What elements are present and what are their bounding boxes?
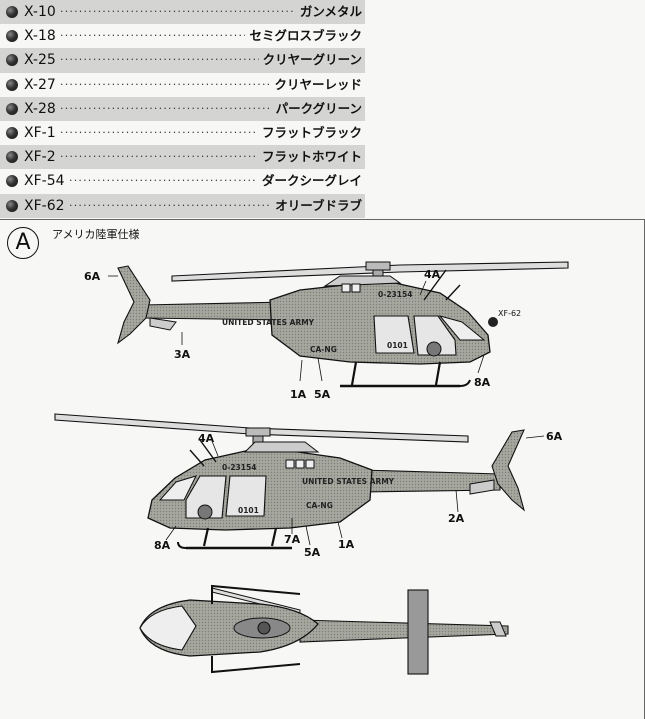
marking-number: 0101 — [387, 341, 408, 350]
dotted-leader: ········································… — [60, 77, 270, 91]
marking-ca-ng: CA-NG — [310, 345, 337, 354]
paint-code: X-18 — [24, 28, 56, 45]
marking-number-r: 0101 — [238, 506, 259, 515]
dotted-leader: ········································… — [60, 29, 245, 43]
dotted-leader: ········································… — [60, 150, 258, 164]
paint-name: ガンメタル — [299, 4, 362, 19]
paint-code: XF-1 — [24, 124, 56, 141]
marking-serial: 0-23154 — [378, 290, 412, 299]
callout-2a-r: 2A — [448, 512, 465, 525]
paint-row: XF-54 ···································… — [0, 169, 365, 193]
paint-name: フラットホワイト — [261, 149, 362, 165]
paint-row: X-18 ····································… — [0, 24, 365, 48]
callout-4a-r: 4A — [198, 432, 215, 445]
section-title: アメリカ陸軍仕様 — [52, 228, 140, 241]
paint-bullet-icon — [6, 78, 18, 91]
paint-code: X-10 — [24, 4, 56, 20]
paint-code: X-25 — [24, 52, 56, 69]
left-side-view: UNITED STATES ARMY CA-NG 0-23154 0101 6A… — [84, 261, 569, 401]
paint-bullet-icon — [6, 151, 18, 164]
paint-row: XF-2 ····································… — [0, 145, 365, 170]
dotted-leader: ········································… — [69, 198, 271, 212]
callout-8a: 8A — [474, 376, 491, 389]
paint-color-list: X-10 ····································… — [0, 0, 365, 218]
paint-name: ダークシーグレイ — [261, 173, 362, 189]
callout-1a-r: 1A — [338, 538, 355, 551]
dotted-leader: ········································… — [60, 5, 296, 18]
paint-name: パークグリーン — [275, 100, 362, 116]
dotted-leader: ········································… — [60, 125, 258, 139]
marking-ca-ng-r: CA-NG — [306, 501, 333, 510]
callout-7a-r: 7A — [284, 533, 301, 546]
marking-united-states-army-r: UNITED STATES ARMY — [302, 477, 395, 486]
marking-serial-r: 0-23154 — [222, 463, 256, 472]
paint-name: セミグロスブラック — [249, 28, 362, 44]
paint-bullet-icon — [6, 6, 18, 18]
paint-row: X-25 ····································… — [0, 48, 365, 73]
dotted-leader: ········································… — [69, 174, 258, 188]
callout-3a: 3A — [174, 348, 191, 361]
paint-bullet-icon — [6, 102, 18, 115]
marking-united-states-army: UNITED STATES ARMY — [222, 318, 315, 327]
paint-row: XF-1 ····································… — [0, 121, 365, 145]
paint-row: X-27 ····································… — [0, 73, 365, 97]
paint-bullet-icon — [6, 199, 18, 212]
paint-name: フラットブラック — [261, 124, 362, 140]
paint-row: XF-62 ···································… — [0, 193, 365, 218]
paint-code: XF-62 — [24, 197, 65, 214]
top-view — [139, 584, 509, 675]
callout-4a: 4A — [424, 268, 441, 281]
callout-6a: 6A — [84, 270, 101, 283]
callout-5a-r: 5A — [304, 546, 321, 559]
paint-name: クリヤーグリーン — [262, 52, 362, 68]
paint-row: X-10 ····································… — [0, 0, 365, 25]
paint-bullet-icon — [6, 30, 18, 43]
paint-bullet-icon — [6, 54, 18, 67]
paint-bullet-icon — [6, 175, 18, 188]
dotted-leader: ········································… — [60, 53, 259, 67]
callout-6a-r: 6A — [546, 430, 563, 443]
paint-code: X-27 — [24, 76, 56, 93]
paint-code: XF-54 — [24, 173, 65, 190]
paint-code: XF-2 — [24, 149, 56, 166]
paint-name: オリーブドラブ — [275, 197, 362, 213]
paint-row: X-28 ····································… — [0, 96, 365, 121]
callout-1a: 1A — [290, 388, 307, 401]
dotted-leader: ········································… — [60, 101, 272, 115]
right-side-view: UNITED STATES ARMY CA-NG 0-23154 0101 4A… — [54, 413, 563, 559]
callout-xf62: XF-62 — [498, 309, 521, 318]
paint-name: クリヤーレッド — [274, 76, 362, 92]
callout-5a: 5A — [314, 388, 331, 401]
paint-bullet-icon — [6, 126, 18, 139]
section-badge: A — [7, 227, 39, 259]
callout-8a-r: 8A — [154, 539, 171, 552]
paint-code: X-28 — [24, 100, 56, 117]
